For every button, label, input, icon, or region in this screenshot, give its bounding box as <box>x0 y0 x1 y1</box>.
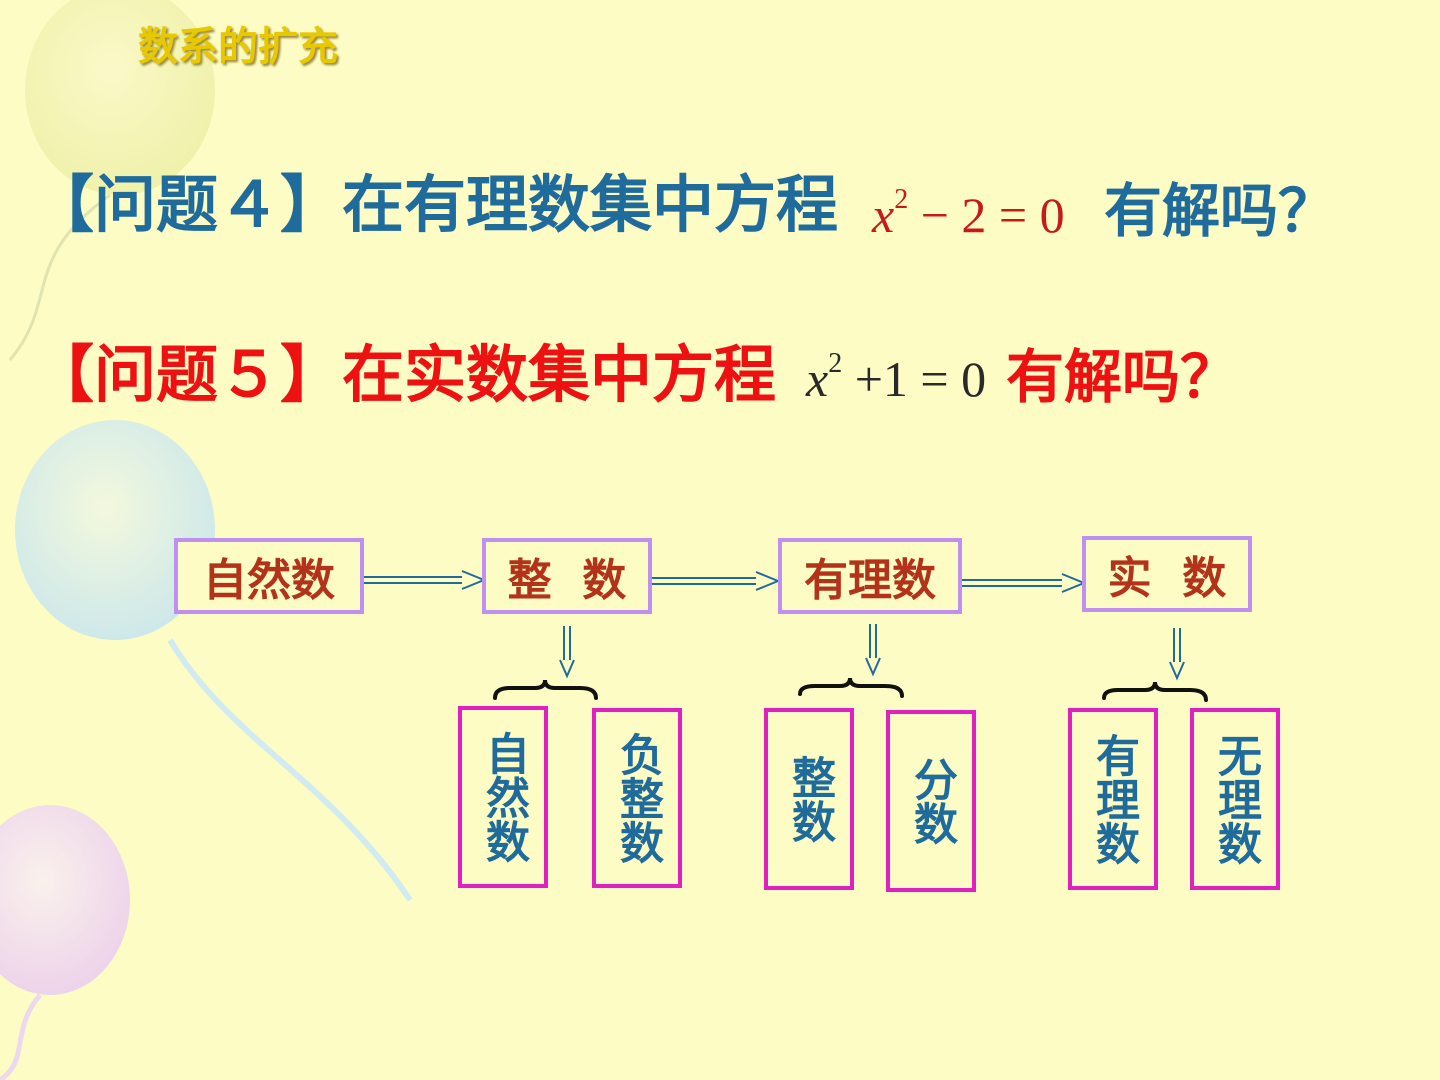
balloon-blue-icon <box>15 420 215 640</box>
subset-rationals: 有理数 <box>1068 708 1158 890</box>
arrow-right-icon <box>962 573 1087 593</box>
balloon-string-icon <box>8 193 111 361</box>
balloon-string-icon <box>0 993 42 1080</box>
brace-icon <box>798 677 904 698</box>
subset-fractions: 分数 <box>886 710 976 892</box>
brace-icon <box>1102 681 1208 702</box>
arrow-down-icon <box>1169 628 1185 681</box>
balloon-string-icon <box>167 638 413 902</box>
question-5-equation: x2 +1 = 0 <box>806 348 987 407</box>
question-4-equation: x2 − 2 = 0 <box>872 184 1065 243</box>
question-5-prompt: 在实数集中方程 <box>342 338 777 411</box>
box-reals: 实 数 <box>1082 536 1252 612</box>
arrow-right-icon <box>652 571 781 591</box>
balloon-pink-icon <box>0 805 130 995</box>
box-integers: 整 数 <box>482 538 652 614</box>
box-natural-numbers: 自然数 <box>174 538 364 614</box>
question-4-label: 【问题４】 <box>32 168 343 241</box>
question-4-prompt: 在有理数集中方程 <box>342 168 839 241</box>
subset-integers: 整数 <box>764 708 854 890</box>
equation-exponent: 2 <box>894 184 909 215</box>
equation-variable: x <box>806 351 829 407</box>
brace-icon <box>493 679 598 700</box>
equation-rest: − 2 = 0 <box>908 187 1065 243</box>
subset-negative-integers: 负整数 <box>592 708 682 888</box>
equation-variable: x <box>872 187 895 243</box>
subset-natural-numbers: 自然数 <box>458 706 548 888</box>
balloon-yellow-icon <box>25 0 215 195</box>
question-4-text: 【问题４】在有理数集中方程 <box>32 174 838 236</box>
equation-rest: +1 = 0 <box>842 351 987 407</box>
question-4-suffix: 有解吗？ <box>1104 177 1337 245</box>
slide-title: 数系的扩充 <box>138 24 338 70</box>
question-5-text: 【问题５】在实数集中方程 <box>32 344 776 406</box>
arrow-down-icon <box>559 626 575 679</box>
question-5-label: 【问题５】 <box>32 338 343 411</box>
subset-irrationals: 无理数 <box>1190 708 1280 890</box>
arrow-right-icon <box>364 570 487 590</box>
equation-exponent: 2 <box>828 348 843 379</box>
arrow-down-icon <box>865 624 881 677</box>
box-rationals: 有理数 <box>778 538 962 614</box>
question-5-suffix: 有解吗？ <box>1006 343 1239 411</box>
